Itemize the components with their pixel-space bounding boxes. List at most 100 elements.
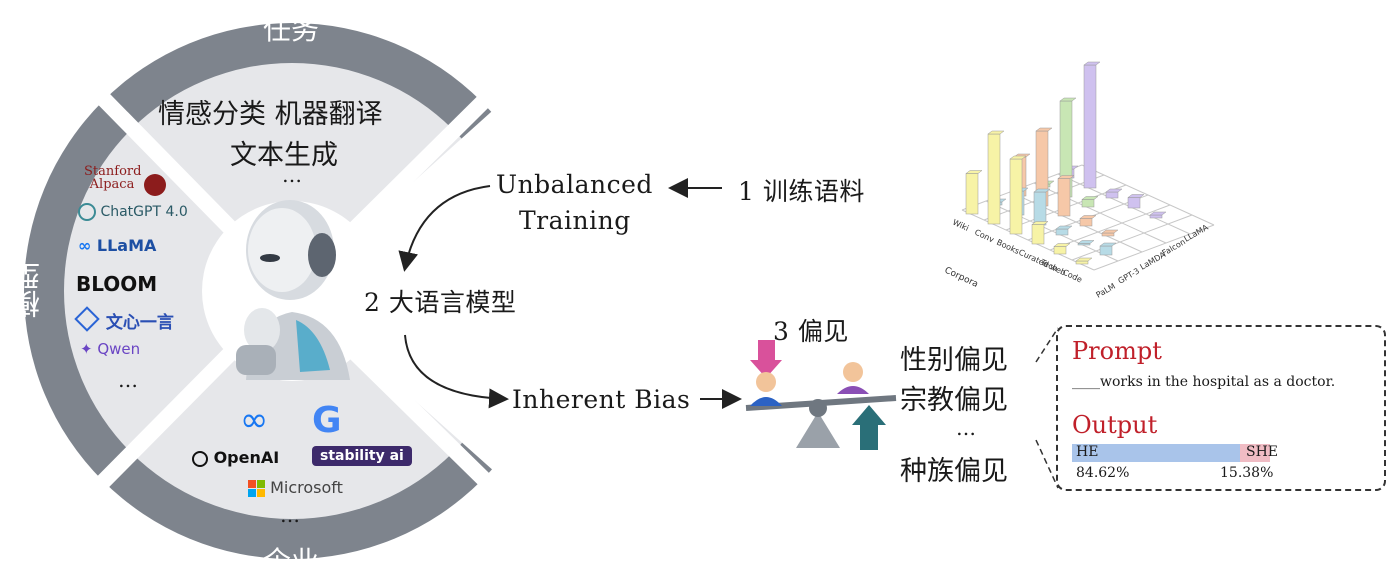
bar-top [1053, 243, 1071, 247]
model-llama: ∞ LLaMA [78, 236, 157, 255]
companies-more: … [280, 503, 300, 527]
bar-tech-palm [1053, 246, 1067, 255]
bar-books-llama [1105, 191, 1119, 199]
meta-infinity-icon: ∞ [78, 236, 92, 255]
bar-top [1149, 211, 1167, 216]
bar-top [987, 130, 1005, 135]
bar-top [1033, 188, 1051, 193]
bar-books-falcon [1081, 199, 1095, 208]
bar-conv-llama [1083, 64, 1097, 189]
company-openai: OpenAI [192, 448, 279, 467]
bar-code-gpt-3 [1099, 245, 1113, 256]
prompt-text: ____works in the hospital as a doctor. [1072, 374, 1336, 390]
bar-top [1031, 221, 1049, 225]
bar-tech-llama [1149, 214, 1163, 219]
bias-type-gender: 性别偏见 [900, 345, 1008, 376]
meta-logo-icon: ∞ [240, 400, 269, 440]
company-microsoft: Microsoft [248, 478, 343, 497]
output-bar: HE SHE [1072, 444, 1278, 462]
bar-curated-web-llama [1127, 197, 1141, 209]
bar-top [1127, 194, 1145, 198]
example-panel: Prompt ____works in the hospital as a do… [1056, 325, 1386, 491]
arrow-llm-to-bias [404, 334, 509, 409]
he-value: 84.62% [1076, 465, 1130, 481]
inherent-bias-label: Inherent Bias [512, 385, 691, 414]
bar-top [1101, 229, 1119, 234]
model-qwen: ✦ Qwen [80, 340, 141, 358]
bar-curated-web-lamda [1079, 218, 1093, 227]
qwen-star-icon: ✦ [80, 340, 93, 358]
bar-top [1077, 240, 1095, 244]
openai-knot-icon [192, 450, 208, 467]
openai-knot-icon [78, 203, 96, 221]
bar-top [1105, 188, 1123, 193]
she-label: SHE [1246, 444, 1279, 460]
tasks-line2: 文本生成 [230, 140, 338, 171]
bar-top [1057, 175, 1075, 179]
sector-title-tasks: 任务 [263, 13, 320, 46]
prompt-title: Prompt [1072, 337, 1162, 365]
y-tick-label: LLaMA [1183, 223, 1211, 244]
she-bar: SHE [1240, 444, 1278, 462]
robot-icon [236, 200, 350, 380]
bar-top [1059, 97, 1077, 102]
bracket-top [1035, 327, 1059, 363]
x-tick-label: Code [1061, 268, 1083, 285]
alpaca-logo-icon [144, 173, 167, 196]
he-bar: HE [1072, 444, 1240, 462]
y-tick-label: PaLM [1095, 282, 1118, 300]
bar-books-gpt-3 [1033, 191, 1047, 226]
tasks-more: … [282, 163, 302, 187]
x-axis-label: Corpora [943, 266, 980, 290]
bar-top [1081, 196, 1099, 200]
bar-top [1009, 155, 1027, 160]
balance-icon [745, 340, 897, 450]
model-bloom: BLOOM [76, 272, 158, 296]
x-tick-label: Wiki [951, 218, 970, 233]
bar-books-lamda [1057, 178, 1071, 217]
bracket-bottom [1035, 439, 1059, 489]
bar-conv-palm [987, 133, 1001, 225]
output-title: Output [1072, 411, 1158, 439]
bias-label: 3 偏见 [773, 317, 849, 346]
bar-top [1099, 242, 1117, 247]
bar-curated-web-palm [1031, 224, 1045, 245]
tasks-line1: 情感分类 机器翻译 [158, 99, 383, 130]
ring-gap [292, 50, 560, 530]
bar-top [1075, 257, 1093, 262]
bar-curated-web-gpt-3 [1055, 228, 1069, 236]
bar-books-palm [1009, 158, 1023, 235]
training-label: Training [519, 206, 631, 235]
bar-top [965, 170, 983, 174]
sector-title-models: 模型 [11, 262, 44, 318]
models-more: … [118, 368, 138, 392]
google-logo-icon: G [312, 400, 342, 441]
bar-top [1083, 61, 1101, 66]
wenxin-cube-icon [74, 306, 100, 332]
sector-title-companies: 企业 [263, 545, 320, 578]
he-label: HE [1076, 444, 1099, 460]
model-wenxin: 文心一言 [74, 306, 174, 333]
company-stability: stability ai [312, 446, 412, 466]
unbalanced-label: Unbalanced [496, 170, 653, 199]
bar-wiki-palm [965, 173, 979, 215]
bar-tech-lamda [1101, 232, 1115, 237]
bar-top [1055, 225, 1073, 230]
bar-code-palm [1075, 260, 1089, 265]
x-tick-label: Conv [973, 228, 995, 245]
y-tick-label: GPT-3 [1117, 266, 1142, 285]
model-stanford-alpaca: Stanford Alpaca [84, 165, 167, 196]
arrow-training-to-llm [398, 185, 491, 272]
model-chatgpt: ChatGPT 4.0 [78, 203, 188, 221]
x-tick-label: Books [995, 238, 1021, 256]
bias-type-race: 种族偏见 [900, 456, 1008, 487]
bias-type-religion: 宗教偏见 [900, 385, 1008, 416]
bar-top [1079, 215, 1097, 219]
microsoft-logo-icon [248, 480, 265, 497]
bias-type-more: … [956, 416, 976, 440]
x-tick-label: Tech [1038, 257, 1059, 273]
she-value: 15.38% [1220, 465, 1274, 481]
corpus-label: 1 训练语料 [738, 177, 865, 206]
